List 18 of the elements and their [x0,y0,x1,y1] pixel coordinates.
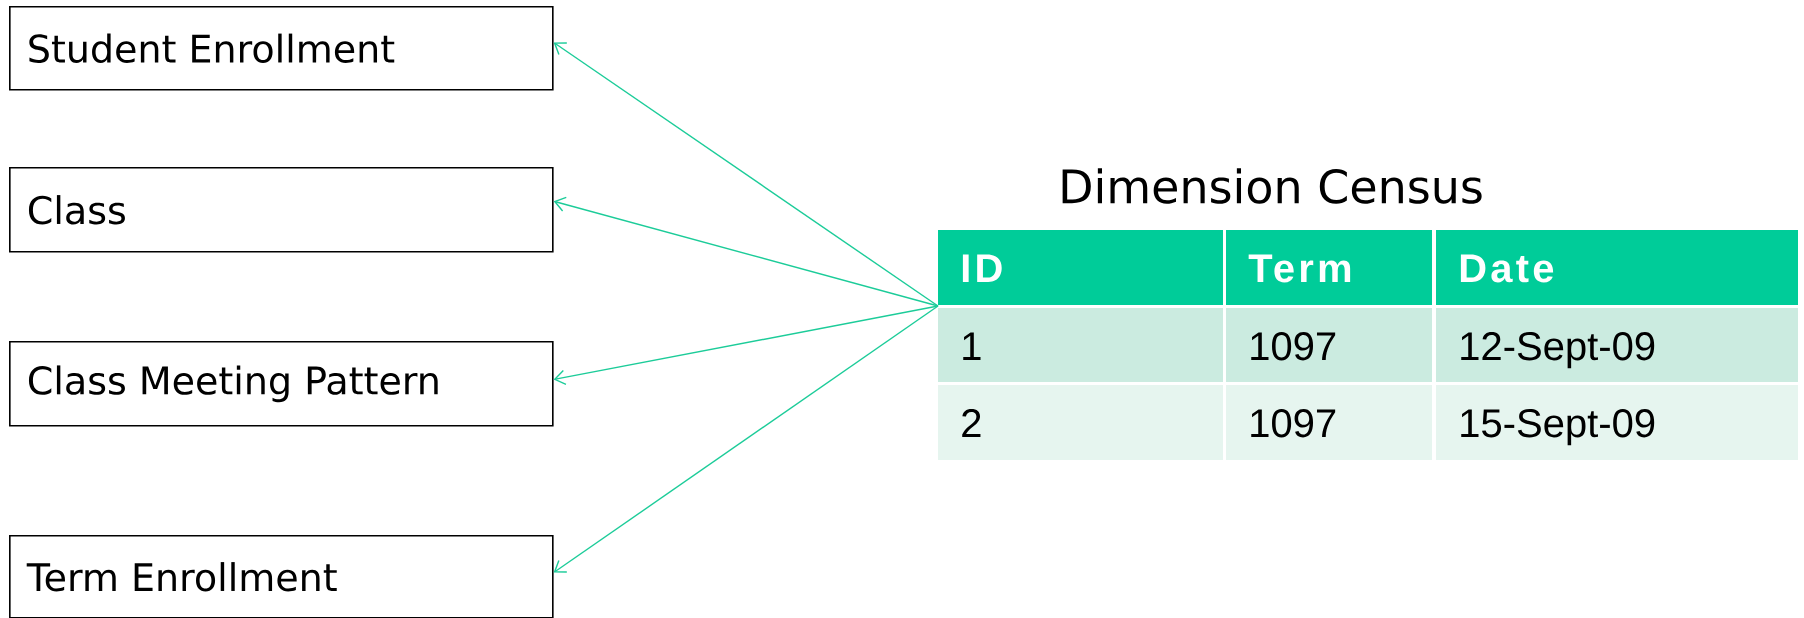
arrow [553,196,939,307]
entity-box: Class Meeting Pattern [9,341,554,427]
table-header-cell: Term [1226,230,1432,305]
table-title: Dimension Census [1062,168,1482,204]
arrow [553,305,939,573]
arrow [553,42,939,307]
table-cell: 1097 [1226,385,1432,460]
table-cell: 1 [938,308,1223,382]
table-cell: 12-Sept-09 [1436,308,1798,382]
table-cell: 1097 [1226,308,1432,382]
table-header-cell: Date [1436,230,1798,305]
entity-box: Student Enrollment [9,6,554,91]
table-cell: 15-Sept-09 [1436,385,1798,460]
table-cell: 2 [938,385,1223,460]
table-header-cell: ID [938,230,1223,305]
entity-box: Class [9,167,554,253]
arrow [553,305,939,385]
entity-box: Term Enrollment [9,535,554,618]
